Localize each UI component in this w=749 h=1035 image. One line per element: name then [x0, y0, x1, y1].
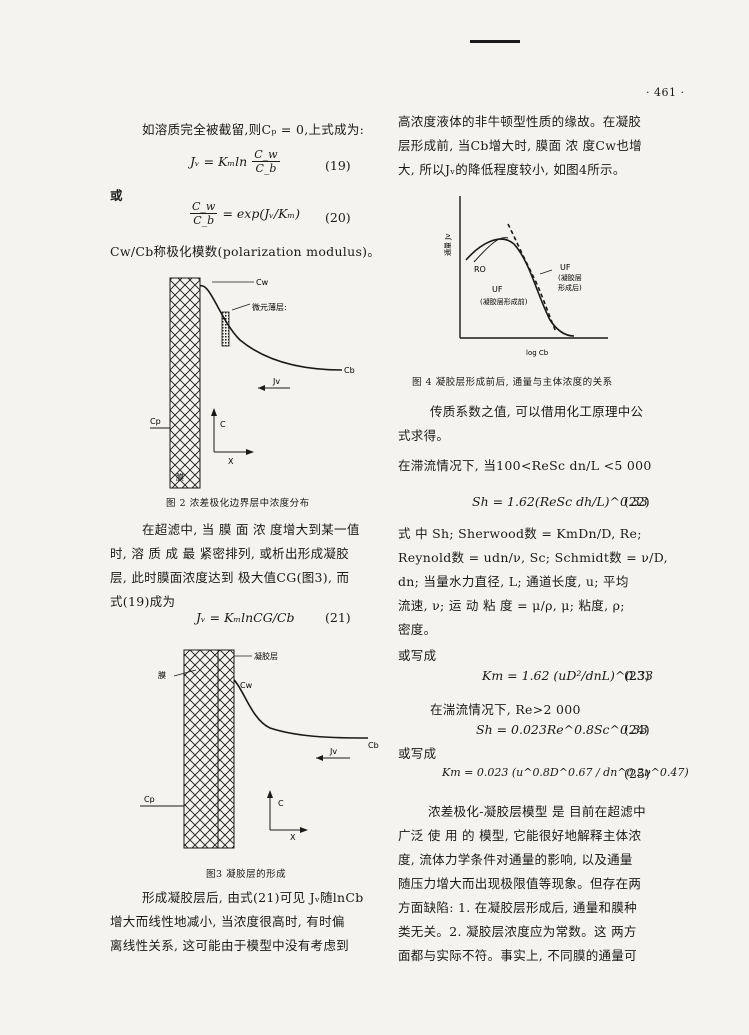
label-c: C [220, 420, 226, 429]
figure-4-caption: 图 4 凝胶层形成前后, 通量与主体浓度的关系 [412, 377, 613, 388]
figure-2-caption: 图 2 浓差极化边界层中浓度分布 [166, 498, 310, 509]
right-paragraph-5: 在湍流情况下, Re>2 000 [430, 702, 581, 717]
or-label-1: 或 [110, 188, 123, 203]
label-micro-layer: 微元薄层: [252, 302, 287, 312]
concentration-curve [199, 285, 343, 371]
label-cp: Cp [150, 417, 161, 426]
uf-after-curve [507, 223, 557, 333]
gel-layer [217, 649, 235, 849]
label-cp: Cp [144, 795, 155, 804]
or-label-3: 或写成 [398, 746, 437, 761]
right-paragraph-6: 浓差极化-凝胶层模型 是 目前在超滤中 广泛 使 用 的 模型, 它能很好地解释… [398, 804, 646, 963]
label-uf-before-1: UF [492, 285, 503, 294]
label-xaxis: log Cb [526, 349, 549, 357]
label-uf-before-2: (凝胶层形成前) [480, 297, 528, 306]
equation-25-number: (25) [624, 766, 650, 781]
header-mark [470, 40, 520, 43]
label-cb: Cb [368, 741, 379, 750]
equation-25: Km = 0.023 (u^0.8D^0.67 / dn^0.2ν^0.47) [442, 766, 689, 779]
right-paragraph-3: 在滞流情况下, 当100<ReSc dn/L <5 000 [398, 458, 652, 473]
label-membrane: 膜 [176, 472, 184, 482]
label-gel: 凝胶层 [254, 651, 278, 661]
label-membrane: 膜 [158, 670, 166, 680]
gel-concentration-curve [233, 679, 369, 739]
label-uf-after-3: 形成后) [558, 283, 582, 292]
label-c: C [278, 799, 284, 808]
equation-20-number: (20) [325, 210, 351, 225]
label-cw: Cw [240, 681, 253, 690]
equation-22-number: (22) [624, 494, 650, 509]
equation-24-number: (24) [624, 722, 650, 737]
equation-21-number: (21) [325, 610, 351, 625]
figure-3-diagram: 凝胶层 膜 Cw Cb Jv Cp C X [140, 649, 379, 849]
equation-22: Sh = 1.62(ReSc dh/L)^0.33 [472, 494, 648, 509]
right-paragraph-1: 高浓度液体的非牛顿型性质的缘故。在凝胶 层形成前, 当Cb增大时, 膜面 浓 度… [398, 114, 642, 177]
label-ro: RO [474, 265, 486, 274]
left-paragraph-1: 如溶质完全被截留,则Cₚ = 0,上式成为: [142, 122, 365, 137]
label-jv: Jv [272, 377, 280, 386]
label-cw: Cw [256, 278, 269, 287]
label-uf-after-2: (凝胶层 [558, 273, 582, 282]
equation-19-number: (19) [325, 158, 351, 173]
label-jv: Jv [329, 747, 337, 756]
equation-23: Km = 1.62 (uD²/dnL)^0.33 [482, 668, 654, 683]
label-cb: Cb [344, 366, 355, 375]
left-paragraph-4: 形成凝胶层后, 由式(21)可见 Jᵥ随lnCb 增大而线性地减小, 当浓度很高… [110, 890, 364, 953]
label-x: X [228, 457, 234, 466]
label-x: X [290, 833, 296, 842]
figure-3-caption: 图3 凝胶层的形成 [206, 869, 287, 880]
uf-before-curve [465, 238, 575, 337]
ro-curve [473, 237, 509, 263]
micro-layer [221, 311, 230, 347]
label-yaxis: 通量 Jv [443, 234, 452, 256]
left-paragraph-2: Cw/Cb称极化模数(polarization modulus)。 [110, 244, 381, 259]
label-uf-after-1: UF [560, 263, 571, 272]
equation-24: Sh = 0.023Re^0.8Sc^0.33 [476, 722, 648, 737]
or-label-2: 或写成 [398, 648, 437, 663]
page-number: · 461 · [646, 86, 685, 99]
figure-4-chart: 通量 Jv RO UF (凝胶层形成前) UF (凝胶层 形成后) log Cb [443, 196, 608, 357]
equation-21: Jᵥ = KₘlnCG/Cb [196, 610, 295, 625]
figure-2-diagram: Cw 微元薄层: Cb Jv Cp C X 膜 [150, 277, 355, 489]
right-paragraph-2: 传质系数之值, 可以借用化工原理中公 式求得。 [398, 404, 644, 443]
left-paragraph-3: 在超滤中, 当 膜 面 浓 度增大到某一值 时, 溶 质 成 最 紧密排列, 或… [110, 522, 360, 609]
right-paragraph-4: 式 中 Sh; Sherwood数 = KmDn/D, Re; Reynold数… [398, 526, 668, 637]
equation-23-number: (23) [624, 668, 650, 683]
